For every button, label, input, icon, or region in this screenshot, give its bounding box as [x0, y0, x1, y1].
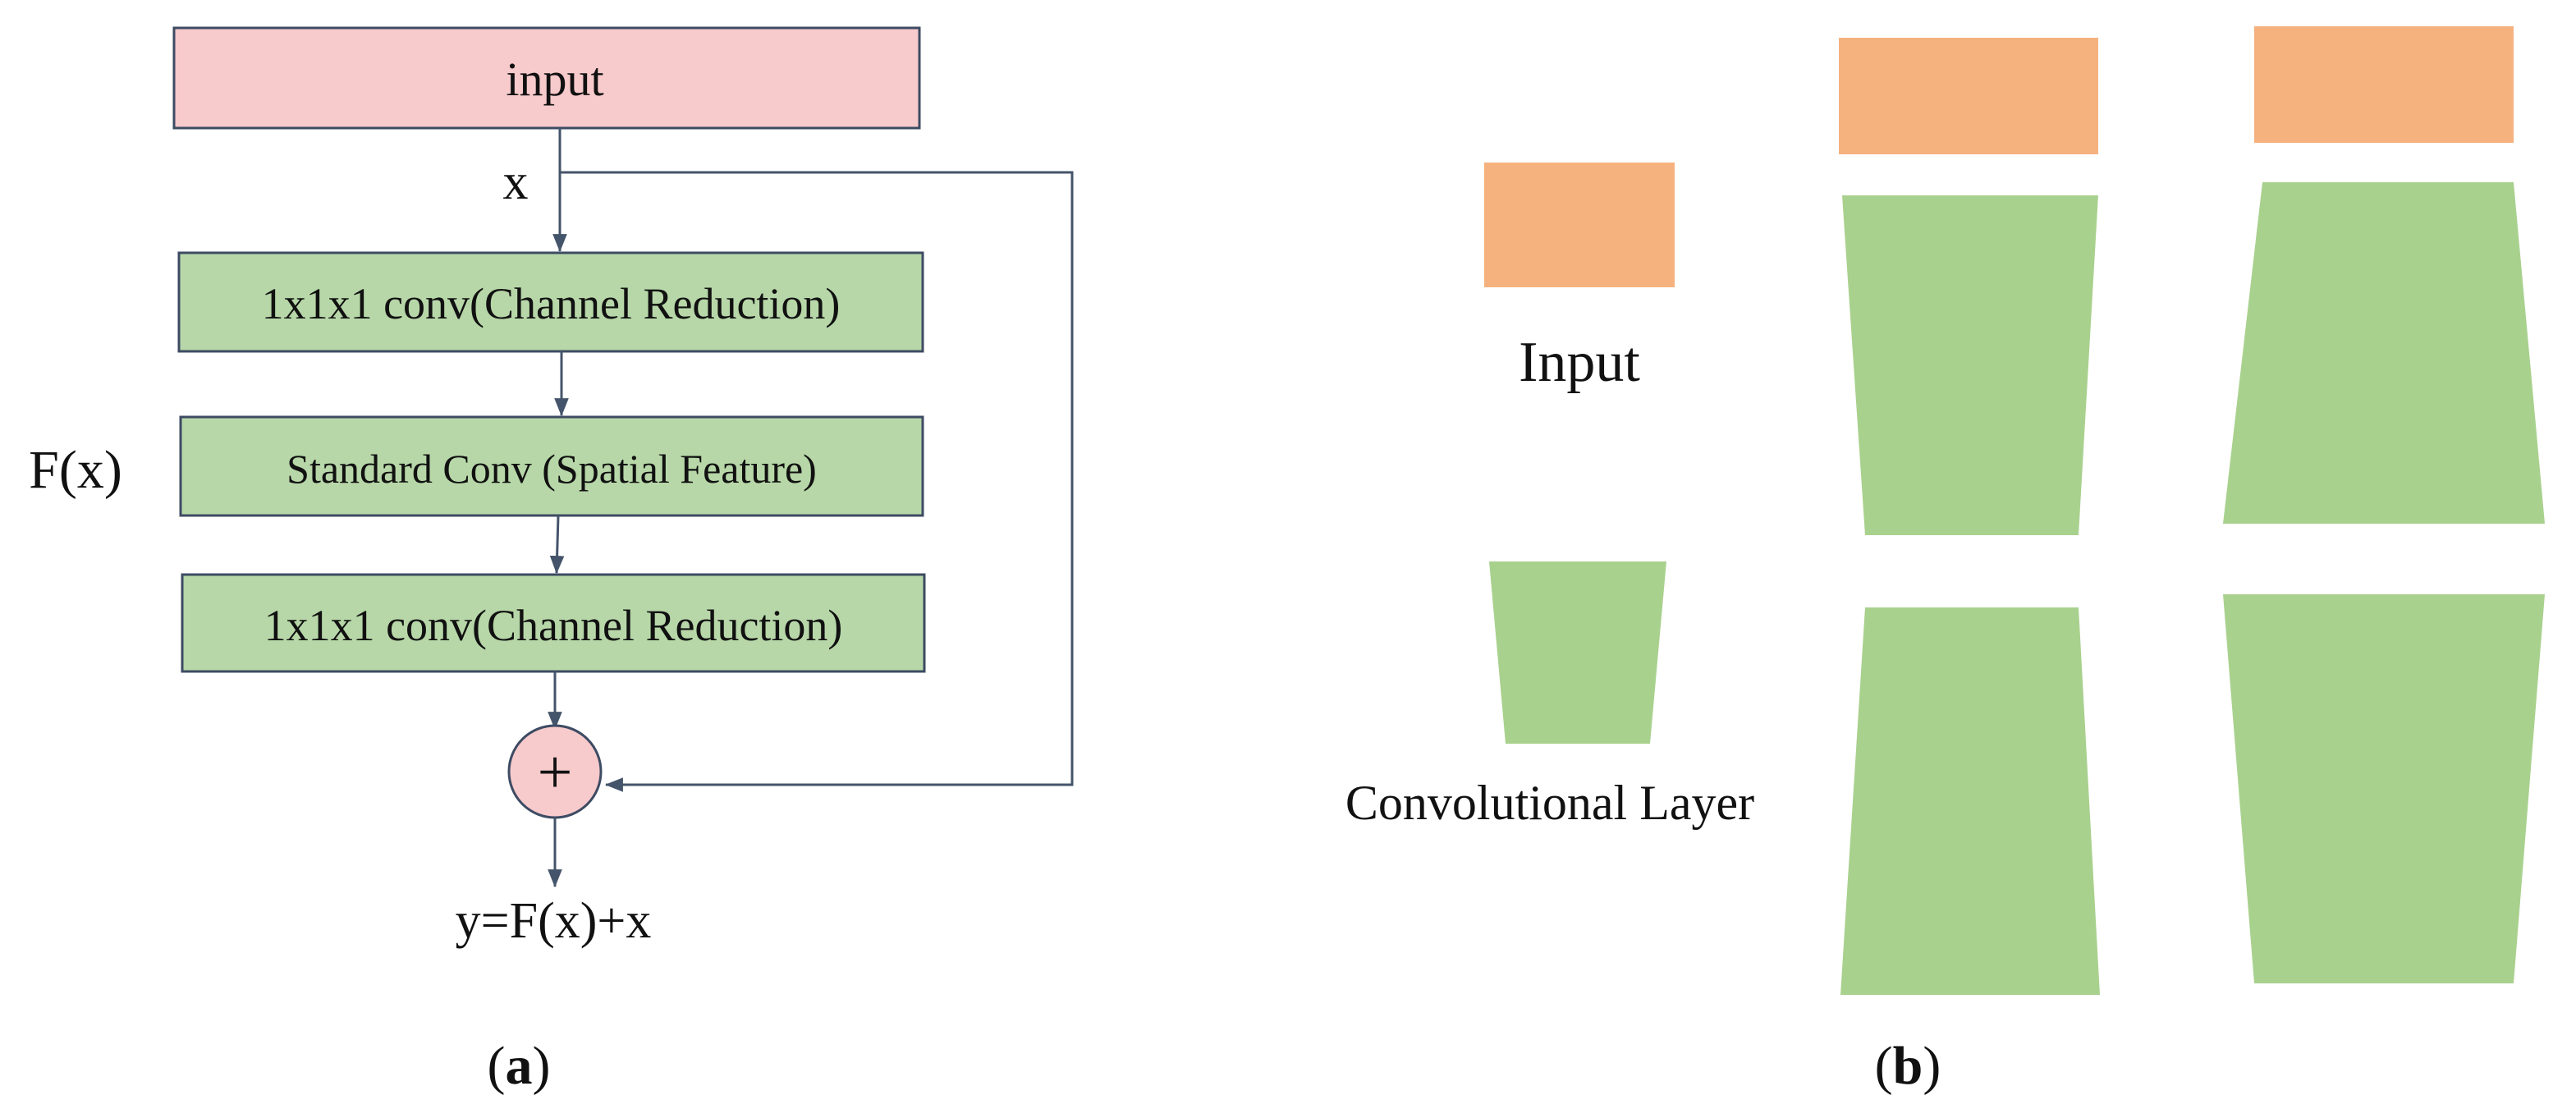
column-2-conv-layer-2 [2223, 594, 2545, 983]
caption-b-letter: b [1893, 1036, 1923, 1096]
conv-block-2-label: Standard Conv (Spatial Feature) [286, 446, 817, 492]
fx-label: F(x) [29, 440, 122, 500]
column-1-input-block [1839, 38, 2098, 154]
add-node: + [507, 724, 603, 819]
conv-block-3: 1x1x1 conv(Channel Reduction) [181, 573, 926, 673]
x-label: x [503, 154, 529, 210]
panel-a: input x 1x1x1 conv(Channel Reduction) F(… [29, 26, 1074, 1096]
structure-column-1 [1839, 38, 2100, 995]
add-symbol: + [538, 738, 573, 807]
output-label: y=F(x)+x [456, 893, 652, 949]
conv-block-1-label: 1x1x1 conv(Channel Reduction) [262, 279, 841, 328]
legend-conv-label: Convolutional Layer [1345, 776, 1754, 830]
caption-b: (b) [1875, 1036, 1941, 1096]
legend-input-swatch [1484, 163, 1675, 287]
structure-column-2 [2223, 26, 2545, 983]
caption-a: (a) [488, 1036, 551, 1096]
legend-input-label: Input [1519, 331, 1640, 394]
input-block: input [172, 26, 921, 130]
caption-a-letter: a [506, 1036, 533, 1096]
conv-block-3-label: 1x1x1 conv(Channel Reduction) [264, 601, 843, 650]
conv-block-2: Standard Conv (Spatial Feature) [179, 415, 924, 517]
column-2-conv-layer-1 [2223, 182, 2545, 524]
column-1-conv-layer-2 [1840, 607, 2100, 995]
conv-block-1: 1x1x1 conv(Channel Reduction) [177, 251, 924, 353]
input-block-label: input [506, 53, 603, 106]
column-1-conv-layer-1 [1842, 195, 2098, 535]
panel-b: Input Convolutional Layer (b) [1345, 26, 2545, 1096]
column-2-input-block [2254, 26, 2514, 143]
arrow-block2-to-block3 [549, 515, 565, 575]
legend-conv-swatch [1489, 561, 1666, 744]
skip-connection-line [560, 171, 1074, 792]
